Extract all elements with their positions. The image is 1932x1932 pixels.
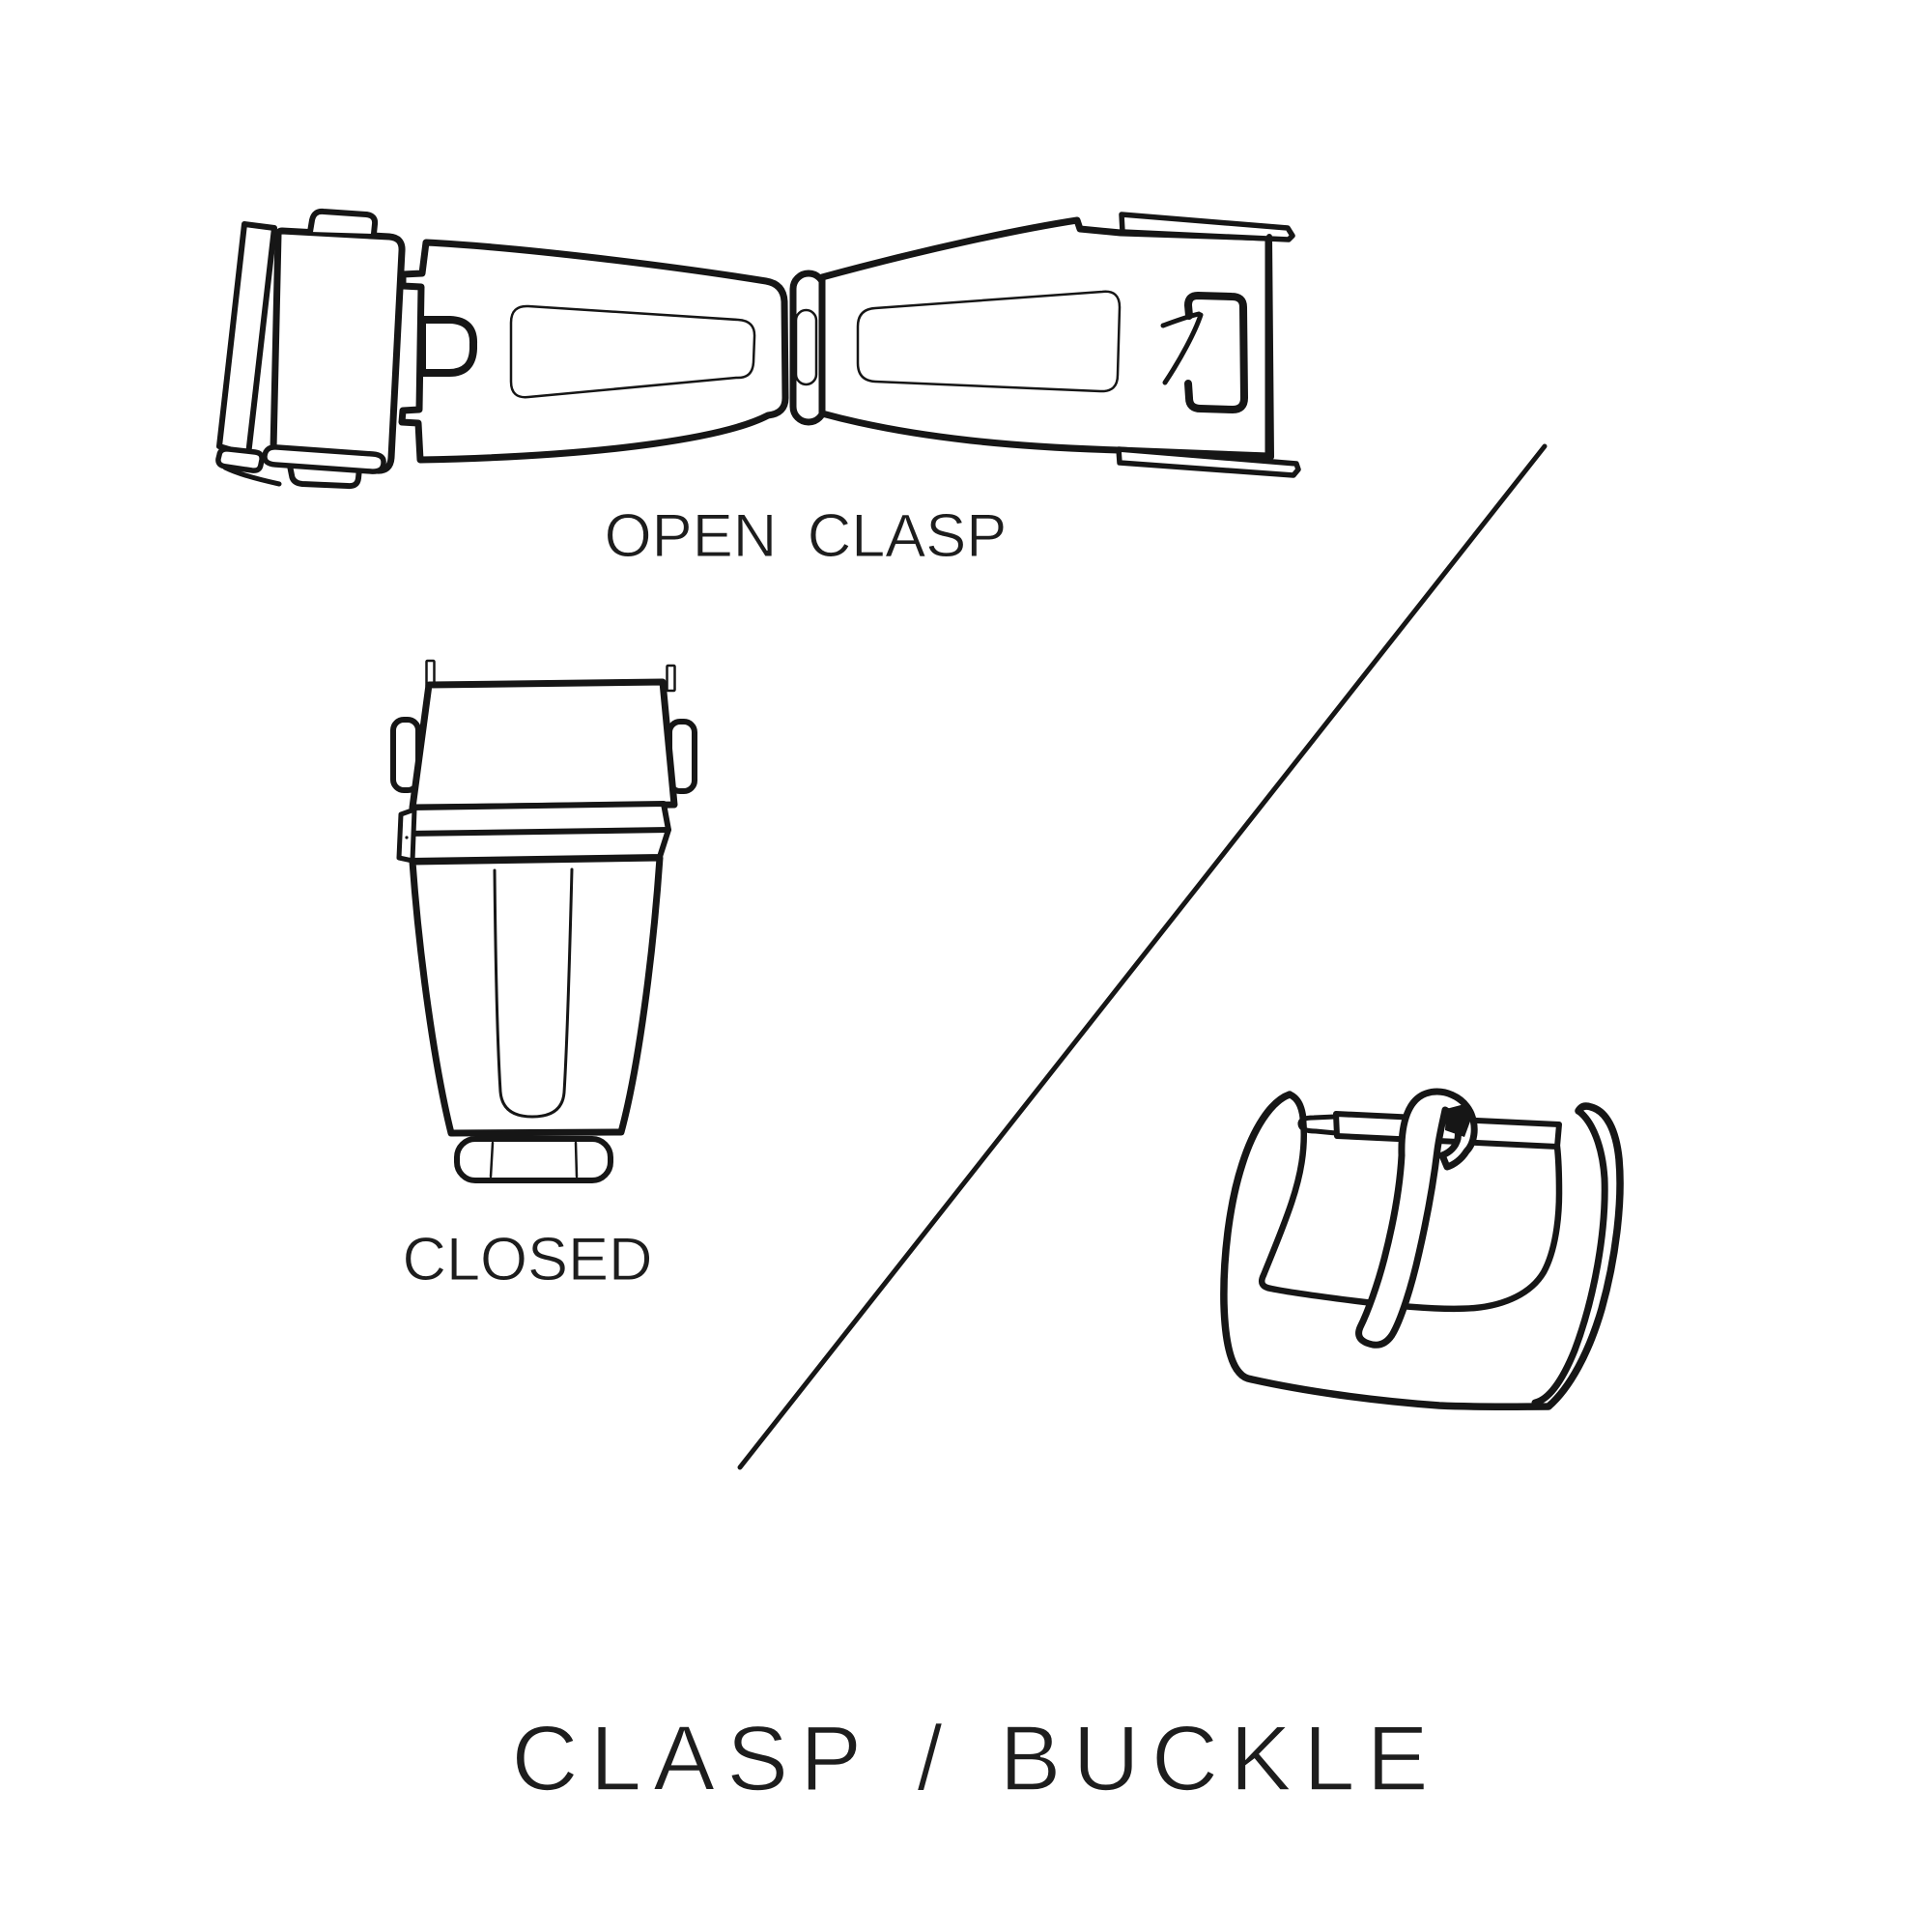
svg-text:CLASP / BUCKLE: CLASP / BUCKLE [511, 1707, 1439, 1810]
svg-text:OPEN CLASP: OPEN CLASP [605, 502, 1008, 570]
svg-text:CLOSED: CLOSED [402, 1226, 652, 1293]
